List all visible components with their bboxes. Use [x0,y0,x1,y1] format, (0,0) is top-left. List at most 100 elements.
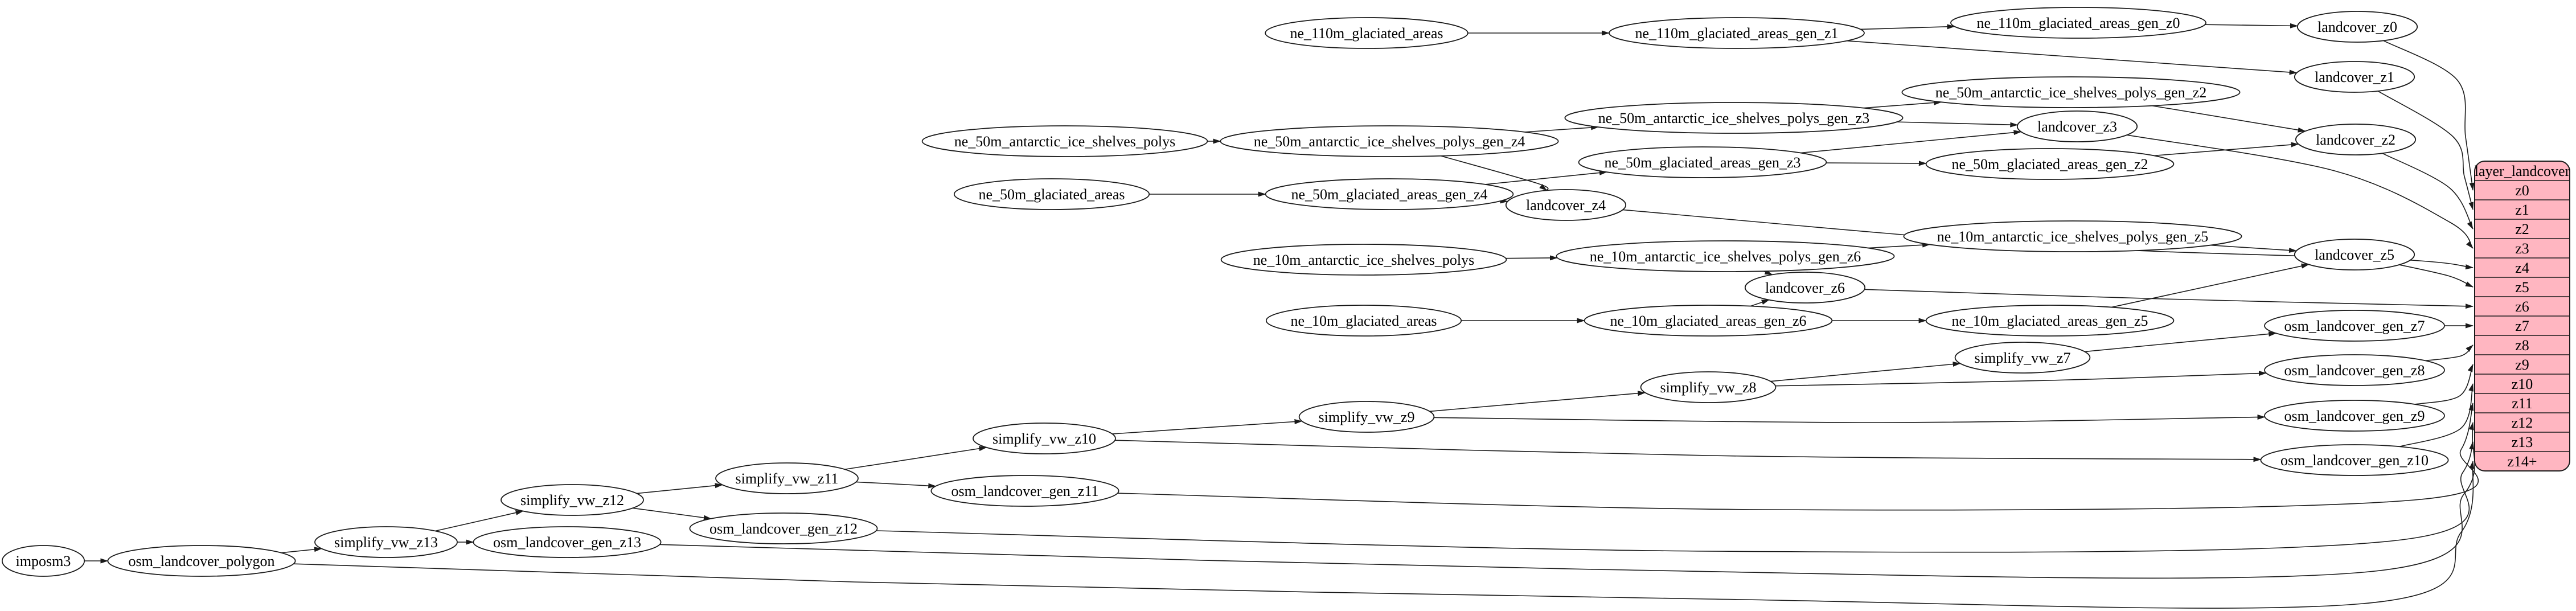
node-osm_landcover_gen_z9: osm_landcover_gen_z9 [2264,400,2445,432]
node-shape-ne_50m_glaciated_areas [953,178,1150,210]
node-osm_landcover_polygon: osm_landcover_polygon [107,545,296,577]
node-imposm3: imposm3 [1,545,85,577]
table-row-z7: z7 [2515,318,2529,334]
edge-simplify_vw_z12--simplify_vw_z11 [637,483,723,494]
node-label-landcover_z1: landcover_z1 [2315,69,2394,85]
node-label-ne_10m_glaciated_areas_gen_z5: ne_10m_glaciated_areas_gen_z5 [1951,313,2148,329]
edge-landcover_z2--layer_landcover-z2 [2382,153,2474,229]
node-simplify_vw_z11: simplify_vw_z11 [715,462,859,494]
node-ne_50m_glaciated_areas_gen_z3: ne_50m_glaciated_areas_gen_z3 [1578,146,1827,178]
node-simplify_vw_z9: simplify_vw_z9 [1298,401,1435,433]
edge-ne_50m_antarctic_ice_shelves_polys_gen_z4--ne_50m_antarctic_ice_shelves_polys_gen_z3 [1524,125,1599,133]
table-row-z5: z5 [2515,279,2529,296]
node-label-landcover_z2: landcover_z2 [2316,132,2395,148]
node-ne_10m_antarctic_ice_shelves_polys: ne_10m_antarctic_ice_shelves_polys [1220,244,1507,276]
edge-landcover_z6--layer_landcover-z6 [1864,289,2474,309]
edge-simplify_vw_z8--simplify_vw_z7 [1770,362,1961,382]
edge-landcover_z3--layer_landcover-z3 [2127,134,2474,249]
node-landcover_z1: landcover_z1 [2294,61,2415,93]
node-shape-osm_landcover_gen_z7 [2264,310,2445,342]
edge-simplify_vw_z10--osm_landcover_gen_z10 [1115,440,2262,462]
node-ne_50m_antarctic_ice_shelves_polys_gen_z3: ne_50m_antarctic_ice_shelves_polys_gen_z… [1564,102,1904,134]
edge-simplify_vw_z13--simplify_vw_z12 [435,510,524,532]
edge-simplify_vw_z9--osm_landcover_gen_z9 [1434,414,2266,423]
edge-ne_110m_glaciated_areas_gen_z1--ne_110m_glaciated_areas_gen_z0 [1860,24,1955,30]
node-ne_50m_antarctic_ice_shelves_polys_gen_z4: ne_50m_antarctic_ice_shelves_polys_gen_z… [1220,125,1559,157]
node-shape-ne_50m_antarctic_ice_shelves_polys [921,125,1208,157]
node-label-ne_50m_antarctic_ice_shelves_polys: ne_50m_antarctic_ice_shelves_polys [954,133,1175,150]
table-row-z11: z11 [2512,395,2533,412]
node-label-ne_10m_antarctic_ice_shelves_polys_gen_z6: ne_10m_antarctic_ice_shelves_polys_gen_z… [1590,248,1861,265]
node-shape-ne_50m_glaciated_areas_gen_z4 [1265,178,1514,210]
table-row-z0: z0 [2515,182,2529,199]
edge-ne_50m_antarctic_ice_shelves_polys_gen_z2--landcover_z2 [2152,105,2306,133]
node-label-simplify_vw_z9: simplify_vw_z9 [1319,409,1415,425]
node-ne_50m_glaciated_areas: ne_50m_glaciated_areas [953,178,1150,210]
node-shape-ne_10m_glaciated_areas [1265,305,1462,337]
edge-osm_landcover_gen_z8--layer_landcover-z8 [2425,345,2474,362]
edge-ne_10m_antarctic_ice_shelves_polys_gen_z6--ne_10m_antarctic_ice_shelves_polys_gen_z5 [1868,242,1931,249]
node-ne_10m_glaciated_areas: ne_10m_glaciated_areas [1265,305,1462,337]
node-label-ne_10m_antarctic_ice_shelves_polys: ne_10m_antarctic_ice_shelves_polys [1253,252,1474,268]
node-simplify_vw_z7: simplify_vw_z7 [1954,342,2091,374]
edge-ne_50m_glaciated_areas_gen_z3--landcover_z3 [1800,130,2022,154]
node-label-simplify_vw_z10: simplify_vw_z10 [992,430,1096,447]
node-simplify_vw_z10: simplify_vw_z10 [973,423,1116,454]
node-label-ne_50m_glaciated_areas_gen_z2: ne_50m_glaciated_areas_gen_z2 [1951,156,2148,173]
node-label-ne_110m_glaciated_areas_gen_z0: ne_110m_glaciated_areas_gen_z0 [1976,15,2180,31]
node-landcover_z5: landcover_z5 [2294,239,2415,270]
node-label-ne_50m_antarctic_ice_shelves_polys_gen_z3: ne_50m_antarctic_ice_shelves_polys_gen_z… [1598,110,1870,126]
edge-ne_110m_glaciated_areas_gen_z1--landcover_z1 [1846,40,2298,75]
node-landcover_z3: landcover_z3 [2016,110,2138,142]
edge-ne_110m_glaciated_areas_gen_z0--landcover_z0 [2205,23,2298,28]
edges-layer [84,23,2479,609]
node-shape-landcover_z3 [2016,110,2138,142]
node-shape-simplify_vw_z8 [1640,371,1777,403]
node-shape-ne_50m_glaciated_areas_gen_z3 [1578,146,1827,178]
edge-osm_landcover_gen_z11--layer_landcover-z11 [1117,403,2479,511]
table-row-z2: z2 [2515,221,2529,237]
node-label-ne_10m_glaciated_areas: ne_10m_glaciated_areas [1291,313,1437,329]
node-shape-landcover_z0 [2296,11,2418,43]
node-shape-simplify_vw_z12 [501,484,644,516]
node-shape-simplify_vw_z7 [1954,342,2091,374]
node-label-imposm3: imposm3 [16,553,71,569]
edge-landcover_z1--layer_landcover-z1 [2377,91,2474,210]
node-shape-simplify_vw_z11 [715,462,859,494]
node-shape-landcover_z6 [1744,272,1866,304]
node-label-ne_110m_glaciated_areas: ne_110m_glaciated_areas [1290,25,1443,42]
node-ne_10m_glaciated_areas_gen_z6: ne_10m_glaciated_areas_gen_z6 [1584,305,1833,337]
edge-ne_10m_glaciated_areas_gen_z6--landcover_z6 [1750,299,1770,307]
node-label-landcover_z4: landcover_z4 [1526,197,1606,214]
node-label-osm_landcover_gen_z8: osm_landcover_gen_z8 [2284,362,2425,379]
node-label-ne_10m_glaciated_areas_gen_z6: ne_10m_glaciated_areas_gen_z6 [1610,313,1806,329]
node-shape-osm_landcover_polygon [107,545,296,577]
node-osm_landcover_gen_z12: osm_landcover_gen_z12 [689,512,878,544]
node-landcover_z2: landcover_z2 [2295,124,2417,155]
node-shape-ne_10m_antarctic_ice_shelves_polys_gen_z5 [1903,220,2242,252]
node-label-osm_landcover_gen_z10: osm_landcover_gen_z10 [2280,452,2429,469]
node-label-ne_50m_glaciated_areas: ne_50m_glaciated_areas [979,186,1125,203]
edge-osm_landcover_gen_z13--layer_landcover-z13 [659,441,2475,579]
node-label-landcover_z5: landcover_z5 [2315,247,2394,263]
node-label-simplify_vw_z12: simplify_vw_z12 [520,492,624,509]
node-shape-imposm3 [1,545,85,577]
node-shape-landcover_z2 [2295,124,2417,155]
node-shape-ne_50m_antarctic_ice_shelves_polys_gen_z4 [1220,125,1559,157]
node-shape-ne_50m_glaciated_areas_gen_z2 [1925,148,2175,180]
node-ne_50m_glaciated_areas_gen_z2: ne_50m_glaciated_areas_gen_z2 [1925,148,2175,180]
node-label-ne_50m_antarctic_ice_shelves_polys_gen_z2: ne_50m_antarctic_ice_shelves_polys_gen_z… [1935,84,2207,101]
node-shape-simplify_vw_z9 [1298,401,1435,433]
table-row-z12: z12 [2512,415,2533,431]
layer-landcover-table: layer_landcoverz0z1z2z3z4z5z6z7z8z9z10z1… [2474,161,2570,471]
edge-landcover_z0--layer_landcover-z0 [2383,40,2475,191]
node-ne_50m_antarctic_ice_shelves_polys_gen_z2: ne_50m_antarctic_ice_shelves_polys_gen_z… [1901,76,2241,108]
node-osm_landcover_gen_z8: osm_landcover_gen_z8 [2264,354,2445,386]
node-shape-osm_landcover_gen_z9 [2264,400,2445,432]
edge-ne_10m_antarctic_ice_shelves_polys--ne_10m_antarctic_ice_shelves_polys_gen_z6 [1506,255,1558,261]
edge-simplify_vw_z11--simplify_vw_z10 [844,446,987,470]
edge-ne_50m_antarctic_ice_shelves_polys_gen_z3--landcover_z3 [1897,121,2019,128]
node-shape-osm_landcover_gen_z12 [689,512,878,544]
table-row-z8: z8 [2515,337,2529,354]
node-label-osm_landcover_gen_z12: osm_landcover_gen_z12 [709,520,858,537]
